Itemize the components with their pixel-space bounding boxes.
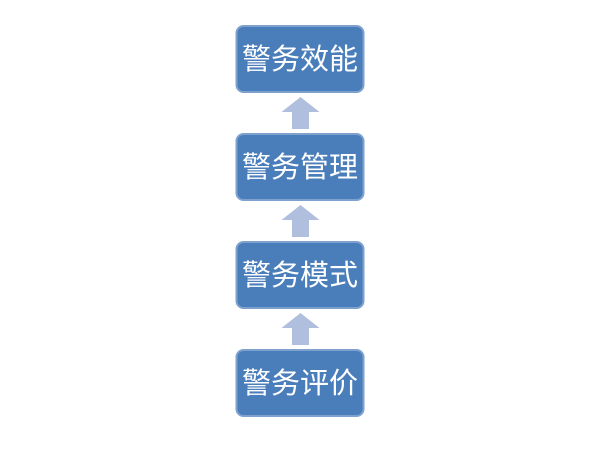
flow-node-effectiveness: 警务效能 xyxy=(235,25,365,93)
flow-node-label: 警务效能 xyxy=(241,41,358,76)
flow-node-evaluation: 警务评价 xyxy=(235,349,365,417)
flow-diagram: 警务效能 警务管理 警务模式 警务评价 xyxy=(235,0,365,417)
up-arrow-icon xyxy=(281,201,319,241)
flow-node-management: 警务管理 xyxy=(235,133,365,201)
flow-node-label: 警务评价 xyxy=(241,365,358,400)
up-arrow-icon xyxy=(281,309,319,349)
flow-node-label: 警务模式 xyxy=(241,257,358,292)
flow-node-model: 警务模式 xyxy=(235,241,365,309)
flow-node-label: 警务管理 xyxy=(241,149,358,184)
up-arrow-icon xyxy=(281,93,319,133)
